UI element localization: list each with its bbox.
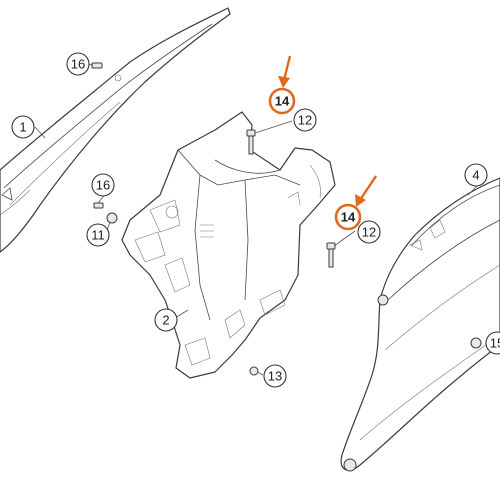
callout-14-lower-label: 14 — [341, 210, 356, 225]
callout-2: 2 — [154, 308, 178, 332]
callout-12-upper: 12 — [293, 108, 317, 132]
callout-14-lower: 14 — [334, 203, 362, 231]
nut-11-icon — [106, 212, 118, 224]
arrow-to-14-lower-icon — [359, 175, 377, 201]
screw-16-top-icon — [91, 62, 103, 69]
callout-1: 1 — [11, 115, 35, 139]
callout-13: 13 — [263, 364, 287, 388]
arrow-to-14-upper-icon — [282, 55, 292, 81]
callout-14-upper-label: 14 — [275, 94, 290, 109]
callout-16-top: 16 — [66, 52, 90, 76]
part-1-left-side-panel — [0, 7, 231, 253]
callout-15: 15 — [485, 331, 500, 355]
callout-1-label: 1 — [19, 120, 26, 135]
callout-12-lower-label: 12 — [362, 225, 376, 240]
callout-4-label: 4 — [472, 168, 479, 183]
callout-16-lower-label: 16 — [96, 178, 110, 193]
part-4-right-side-panel — [340, 177, 500, 472]
callout-12-lower: 12 — [357, 220, 381, 244]
callout-16-top-label: 16 — [71, 57, 85, 72]
callout-11: 11 — [86, 223, 110, 247]
highlight-arrows — [278, 55, 377, 207]
bolt-12-lower-icon — [326, 242, 336, 268]
callout-12-upper-label: 12 — [298, 113, 312, 128]
nut-15-icon — [470, 337, 482, 349]
nut-13-icon — [249, 366, 259, 376]
callout-2-label: 2 — [162, 313, 169, 328]
callout-14-upper: 14 — [268, 87, 296, 115]
part-2-center-airbox — [121, 111, 336, 379]
callout-11-label: 11 — [91, 228, 105, 243]
screw-16-lower-icon — [93, 202, 104, 209]
callout-4: 4 — [464, 163, 488, 187]
callout-13-label: 13 — [268, 369, 282, 384]
callout-16-lower: 16 — [91, 173, 115, 197]
callout-15-label: 15 — [490, 336, 500, 351]
hardware-items — [91, 62, 482, 376]
